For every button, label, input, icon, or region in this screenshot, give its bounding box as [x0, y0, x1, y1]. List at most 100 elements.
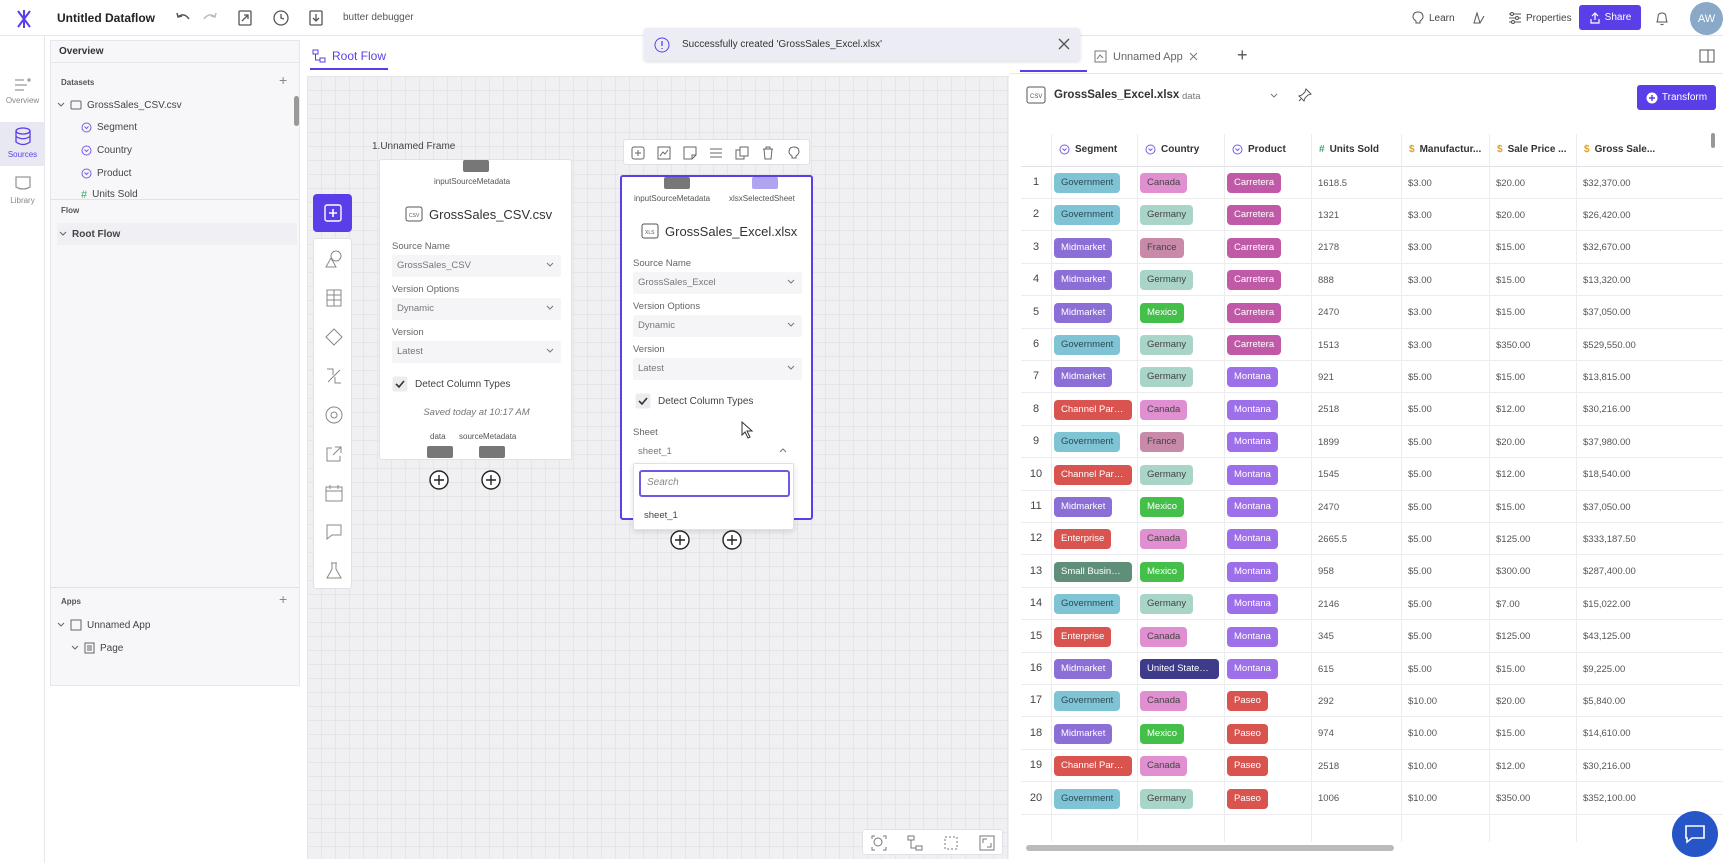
chart-icon[interactable]	[657, 146, 671, 160]
table-cell[interactable]: Montana	[1227, 588, 1309, 620]
table-cell[interactable]: Paseo	[1227, 783, 1309, 815]
add-connection-icon[interactable]	[670, 530, 690, 550]
table-cell[interactable]: $43,125.00	[1579, 621, 1721, 653]
table-cell[interactable]: $5,840.00	[1579, 685, 1721, 717]
table-cell[interactable]: 1545	[1314, 459, 1399, 491]
table-cell[interactable]: Enterprise	[1054, 621, 1135, 653]
table-cell[interactable]: $3.00	[1404, 167, 1487, 199]
source-name-select[interactable]: GrossSales_Excel	[633, 272, 802, 294]
sidebar-scrollbar[interactable]	[294, 96, 299, 126]
table-cell[interactable]: Midmarket	[1054, 297, 1135, 329]
column-product[interactable]: Product	[81, 168, 131, 179]
table-cell[interactable]: 1618.5	[1314, 167, 1399, 199]
table-cell[interactable]: Enterprise	[1054, 523, 1135, 555]
table-cell[interactable]: $12.00	[1492, 459, 1574, 491]
table-cell[interactable]: Channel Partn...	[1054, 459, 1135, 491]
table-cell[interactable]: $18,540.00	[1579, 459, 1721, 491]
table-cell[interactable]: Mexico	[1140, 718, 1222, 750]
table-cell[interactable]: 2146	[1314, 588, 1399, 620]
table-cell[interactable]: Mexico	[1140, 297, 1222, 329]
table-cell[interactable]: $3.00	[1404, 329, 1487, 361]
table-cell[interactable]: Carretera	[1227, 167, 1309, 199]
table-cell[interactable]: Canada	[1140, 523, 1222, 555]
table-cell[interactable]: $350.00	[1492, 329, 1574, 361]
add-app-icon[interactable]: +	[279, 591, 288, 607]
table-cell[interactable]: $125.00	[1492, 523, 1574, 555]
table-cell[interactable]: $20.00	[1492, 199, 1574, 231]
table-cell[interactable]: $3.00	[1404, 297, 1487, 329]
table-cell[interactable]: $15.00	[1492, 491, 1574, 523]
table-cell[interactable]: $352,100.00	[1579, 783, 1721, 815]
table-cell[interactable]: 974	[1314, 718, 1399, 750]
dataset-csv-item[interactable]: GrossSales_CSV.csv	[57, 99, 182, 111]
excel-source-node[interactable]: inputSourceMetadata xlsxSelectedSheet XL…	[620, 175, 813, 520]
table-cell[interactable]: 2178	[1314, 232, 1399, 264]
version-options-select[interactable]: Dynamic	[633, 315, 802, 337]
table-cell[interactable]: 1006	[1314, 783, 1399, 815]
version-select[interactable]: Latest	[392, 341, 561, 363]
layout-icon[interactable]	[907, 835, 923, 851]
table-cell[interactable]: $20.00	[1492, 685, 1574, 717]
table-cell[interactable]: $5.00	[1404, 621, 1487, 653]
tab-unnamed-app[interactable]: Unnamed App	[1094, 50, 1198, 63]
input-port[interactable]	[463, 160, 489, 172]
table-cell[interactable]: $5.00	[1404, 523, 1487, 555]
table-cell[interactable]: $32,670.00	[1579, 232, 1721, 264]
column-segment[interactable]: Segment	[81, 122, 137, 133]
add-tab-icon[interactable]: +	[1237, 45, 1248, 65]
table-cell[interactable]: Canada	[1140, 750, 1222, 782]
trash-icon[interactable]	[761, 146, 775, 160]
table-cell[interactable]: $37,980.00	[1579, 426, 1721, 458]
learn-button[interactable]: Learn	[1411, 11, 1455, 25]
table-cell[interactable]: $529,550.00	[1579, 329, 1721, 361]
table-cell[interactable]: $125.00	[1492, 621, 1574, 653]
table-vertical-scrollbar[interactable]	[1711, 133, 1715, 148]
table-cell[interactable]: $37,050.00	[1579, 297, 1721, 329]
sheet-search-input[interactable]: Search	[639, 470, 790, 497]
lightbulb-icon[interactable]	[787, 146, 801, 160]
table-cell[interactable]: Carretera	[1227, 199, 1309, 231]
table-cell[interactable]: $12.00	[1492, 750, 1574, 782]
table-cell[interactable]: $5.00	[1404, 394, 1487, 426]
table-cell[interactable]: $13,815.00	[1579, 361, 1721, 393]
target-icon[interactable]	[324, 405, 344, 425]
output-port-data[interactable]	[427, 446, 453, 458]
table-cell[interactable]: Canada	[1140, 394, 1222, 426]
table-cell[interactable]: $3.00	[1404, 264, 1487, 296]
table-cell[interactable]: $5.00	[1404, 653, 1487, 685]
table-cell[interactable]: $3.00	[1404, 199, 1487, 231]
table-cell[interactable]: United States ...	[1140, 653, 1222, 685]
history-icon[interactable]	[272, 9, 290, 27]
table-cell[interactable]: Channel Partn...	[1054, 394, 1135, 426]
download-icon[interactable]	[308, 9, 324, 27]
table-cell[interactable]: Montana	[1227, 459, 1309, 491]
theme-icon[interactable]	[1472, 11, 1486, 25]
detect-types-row[interactable]: Detect Column Types	[392, 376, 510, 392]
page-item[interactable]: Page	[71, 642, 123, 654]
table-cell[interactable]: Government	[1054, 329, 1135, 361]
table-cell[interactable]: Canada	[1140, 685, 1222, 717]
table-cell[interactable]: $30,216.00	[1579, 750, 1721, 782]
table-cell[interactable]: $30,216.00	[1579, 394, 1721, 426]
table-cell[interactable]: Germany	[1140, 361, 1222, 393]
comment-icon[interactable]	[324, 522, 344, 542]
table-cell[interactable]: 1513	[1314, 329, 1399, 361]
table-cell[interactable]: $14,610.00	[1579, 718, 1721, 750]
table-cell[interactable]: $26,420.00	[1579, 199, 1721, 231]
table-cell[interactable]: Mexico	[1140, 556, 1222, 588]
table-cell[interactable]: Paseo	[1227, 718, 1309, 750]
table-cell[interactable]: $333,187.50	[1579, 523, 1721, 555]
table-cell[interactable]: $10.00	[1404, 750, 1487, 782]
table-cell[interactable]: Midmarket	[1054, 361, 1135, 393]
output-port-metadata[interactable]	[479, 446, 505, 458]
table-cell[interactable]: 1899	[1314, 426, 1399, 458]
table-cell[interactable]: $287,400.00	[1579, 556, 1721, 588]
panel-toggle-icon[interactable]	[1699, 48, 1715, 64]
column-country[interactable]: Country	[81, 145, 132, 156]
